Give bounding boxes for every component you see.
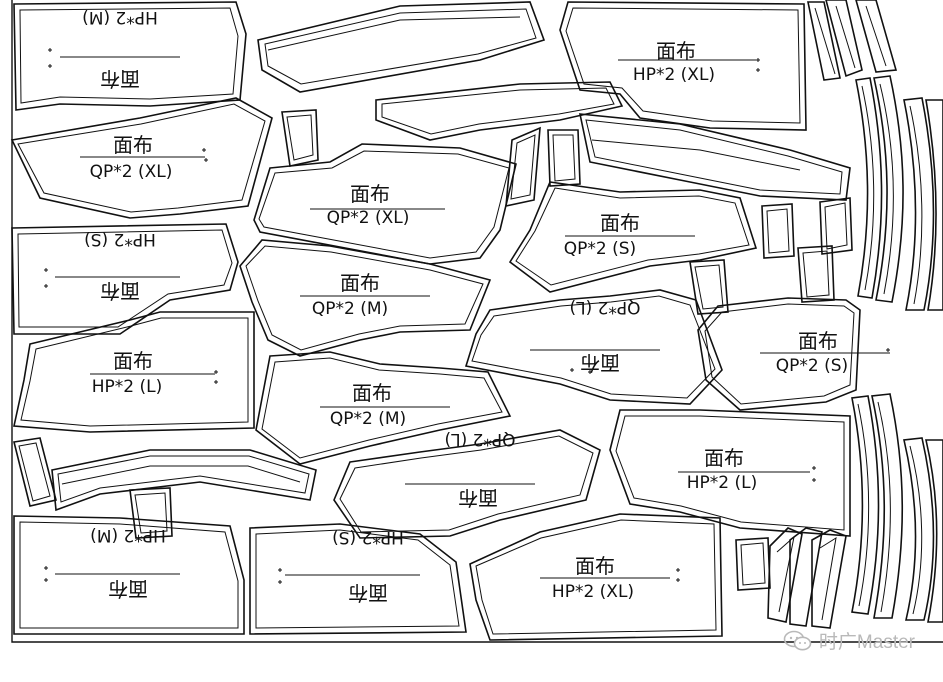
- size-label: QP*2 (XL): [90, 162, 173, 182]
- fabric-label: 面布: [113, 133, 153, 157]
- size-label: HP*2 (XL): [552, 582, 634, 602]
- fabric-label: 面布: [113, 349, 153, 373]
- fabric-label: 面布: [798, 329, 838, 353]
- pattern-piece-p3: 面布 QP*2 (XL): [10, 97, 273, 219]
- pattern-piece-p2: 面布 HP*2 (XL): [559, 1, 807, 131]
- pattern-piece-p5: 面布 HP*2 (S): [11, 223, 239, 335]
- pattern-piece-p15: 面布 HP*2 (S): [249, 523, 467, 635]
- size-label: HP*2 (XL): [633, 65, 715, 85]
- watermark: 时广Master: [783, 627, 915, 654]
- strip-pieces: [13, 0, 943, 629]
- size-label: QP*2 (L): [444, 429, 515, 449]
- size-label: HP*2 (L): [92, 377, 163, 397]
- pattern-piece-p4: 面布 QP*2 (XL): [253, 143, 517, 265]
- fabric-label: 面布: [340, 271, 380, 295]
- size-label: HP*2 (M): [90, 525, 166, 545]
- pattern-piece-p1: 面布 HP*2 (M): [13, 1, 247, 111]
- size-label: QP*2 (XL): [327, 208, 410, 228]
- wechat-icon: [783, 630, 812, 650]
- fabric-label: 面布: [600, 211, 640, 235]
- size-label: HP*2 (S): [332, 527, 404, 547]
- fabric-label: 面布: [348, 581, 388, 605]
- fabric-label: 面布: [580, 351, 620, 375]
- size-label: HP*2 (S): [84, 229, 156, 249]
- pattern-piece-p11: 面布 QP*2 (S): [697, 297, 890, 411]
- fabric-label: 面布: [575, 554, 615, 578]
- pattern-piece-p8: 面布 QP*2 (L): [464, 289, 723, 405]
- size-label: QP*2 (S): [564, 239, 636, 259]
- size-label: QP*2 (L): [569, 297, 640, 317]
- pattern-piece-p12: 面布 QP*2 (L): [333, 429, 601, 539]
- pattern-piece-p6: 面布 QP*2 (M): [239, 239, 492, 357]
- fabric-label: 面布: [704, 446, 744, 470]
- fabric-label: 面布: [458, 486, 498, 510]
- watermark-text: 时广Master: [818, 632, 915, 653]
- fabric-label: 面布: [350, 182, 390, 206]
- pattern-piece-p10: 面布 QP*2 (M): [255, 351, 512, 465]
- pattern-piece-p9: 面布 HP*2 (L): [13, 311, 255, 433]
- pattern-piece-p13: 面布 HP*2 (L): [609, 409, 851, 537]
- size-label: QP*2 (M): [330, 409, 406, 429]
- fabric-label: 面布: [100, 279, 140, 303]
- size-label: HP*2 (M): [82, 7, 158, 27]
- notch-marks: [44, 48, 890, 584]
- pattern-piece-p7: 面布 QP*2 (S): [508, 181, 758, 293]
- fabric-label: 面布: [100, 67, 140, 91]
- marker-frame: [11, 0, 943, 643]
- size-label: QP*2 (S): [776, 356, 848, 376]
- size-label: QP*2 (M): [312, 299, 388, 319]
- pattern-piece-p14: 面布 HP*2 (M): [13, 515, 245, 635]
- fabric-label: 面布: [352, 381, 392, 405]
- size-label: HP*2 (L): [687, 473, 758, 493]
- fabric-label: 面布: [108, 577, 148, 601]
- pattern-piece-p16: 面布 HP*2 (XL): [469, 513, 723, 641]
- fabric-label: 面布: [656, 39, 696, 63]
